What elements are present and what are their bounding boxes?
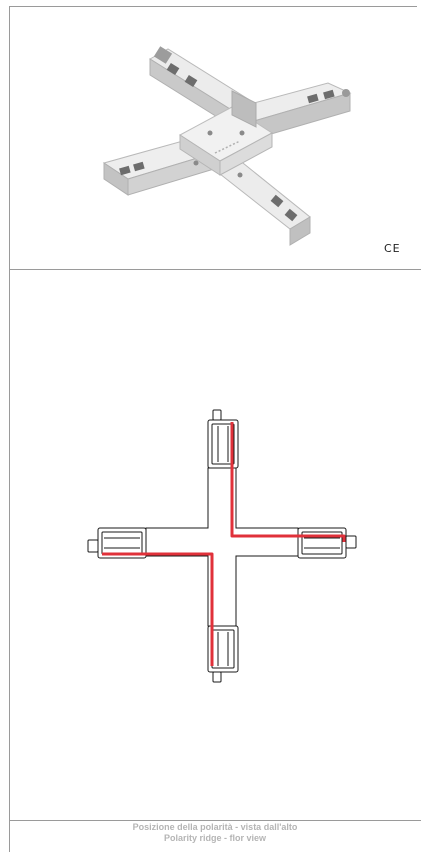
ce-mark: CE <box>384 242 401 255</box>
caption-line-italian: Posizione della polarità - vista dall'al… <box>132 822 298 832</box>
polarity-ridge-upper <box>230 422 346 542</box>
caption-line-english: Polarity ridge - flor view <box>163 833 267 843</box>
center-body <box>179 90 273 178</box>
product-photo <box>102 46 352 246</box>
panel-divider-top <box>9 269 421 270</box>
arm-right <box>230 82 352 140</box>
panel-divider-bottom <box>9 820 421 821</box>
sheet-frame <box>9 6 417 852</box>
figure-caption: Posizione della polarità - vista dall'al… <box>9 822 421 844</box>
cross-body <box>145 467 299 627</box>
polarity-ridge-lower <box>102 552 214 666</box>
polarity-drawing <box>87 409 357 683</box>
